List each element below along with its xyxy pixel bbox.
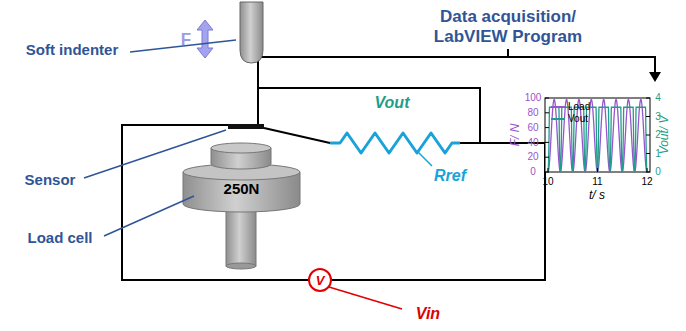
vout-curve: [548, 107, 647, 172]
leader-line: [104, 196, 194, 236]
plot-frame: [545, 98, 650, 172]
leader-line: [329, 287, 402, 309]
signal-name: Vout: [375, 94, 410, 112]
force-arrow: [197, 20, 213, 58]
circuit-wire: [331, 143, 545, 280]
tick-label: 3: [655, 111, 661, 123]
legend-text: Vout: [568, 113, 588, 125]
tick-label: 100: [525, 92, 542, 104]
tick-label: 20: [527, 151, 538, 163]
node-text: V: [316, 273, 325, 288]
circuit-wire: [264, 128, 330, 143]
resistor-symbol: [330, 133, 460, 153]
part-name: Load cell: [27, 229, 92, 246]
tick-label: 60: [527, 122, 538, 134]
tick-label: 40: [527, 137, 538, 149]
legend-row: Vout: [551, 113, 590, 125]
tick-label: 0: [530, 166, 536, 178]
tick-mark: [545, 98, 549, 99]
node-text: 250N: [224, 180, 260, 197]
load-curve: [548, 99, 647, 172]
circuit-wire: [122, 125, 309, 280]
load-cell-stem: [226, 263, 256, 269]
tick-mark: [545, 112, 549, 113]
tick-mark: [545, 157, 549, 158]
tick-mark: [646, 98, 650, 99]
bracket: [258, 57, 655, 88]
vout-wire: [258, 88, 480, 143]
voltmeter-symbol: [309, 269, 331, 291]
leader-line: [418, 152, 432, 166]
tick-mark: [646, 153, 650, 154]
legend-sample: [551, 116, 565, 122]
tick-label: 80: [527, 107, 538, 119]
part-name: Soft indenter: [26, 41, 119, 58]
legend-sample: [551, 104, 565, 110]
bracket-arrowhead: [649, 72, 661, 82]
tick-mark: [548, 168, 549, 172]
legend-row: Load: [551, 101, 590, 113]
load-cell-rating: 250N: [187, 175, 297, 201]
tick-label: 4: [655, 92, 661, 104]
voltmeter-symbol: V: [309, 269, 331, 291]
tick-label: 12: [641, 176, 652, 188]
legend-text: Load: [568, 101, 590, 113]
axis-label: F/ N: [509, 124, 523, 147]
tick-mark: [545, 142, 549, 143]
panel-title: Data acquisition/ LabVIEW Program: [423, 7, 593, 46]
tick-mark: [646, 135, 650, 136]
force-label: F: [181, 30, 191, 50]
axis-ticks: [545, 98, 650, 172]
tick-mark: [597, 168, 598, 172]
indenter-shape: [240, 2, 263, 63]
tick-mark: [545, 127, 549, 128]
load-cell-cap: [211, 143, 271, 153]
plot-curves: [548, 99, 647, 172]
tick-mark: [646, 116, 650, 117]
tick-label: 10: [542, 176, 553, 188]
chart-legend: LoadVout: [551, 101, 590, 125]
tick-label: 2: [655, 129, 661, 141]
tick-label: 1: [655, 148, 661, 160]
axis-label: t/ s: [589, 189, 605, 203]
leader-line: [84, 130, 226, 178]
tick-mark: [647, 168, 648, 172]
part-name: Sensor: [25, 171, 76, 188]
bracket-tick: [507, 49, 509, 57]
sensor-strip: [228, 124, 264, 129]
tick-label: 0: [655, 166, 661, 178]
signal-name: Rref: [434, 167, 466, 185]
tick-label: 11: [592, 176, 602, 188]
signal-name: Vin: [416, 305, 440, 323]
